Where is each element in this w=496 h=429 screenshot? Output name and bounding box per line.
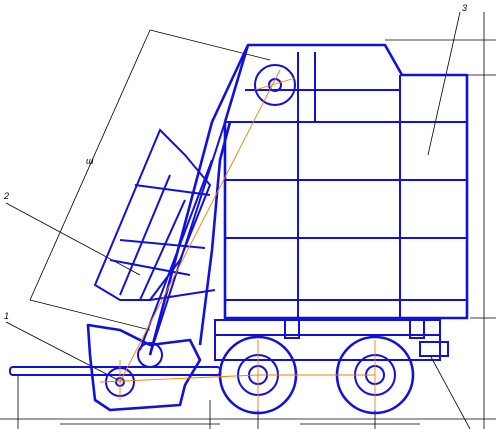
hopper-body: [223, 43, 469, 320]
dimension-label: ш: [86, 156, 94, 166]
callout-2: 2: [3, 191, 9, 201]
upper-pulley: [254, 64, 296, 106]
right-leaders: [385, 12, 496, 429]
centerlines: [99, 69, 376, 410]
callout-1-leader: [5, 321, 119, 381]
callout-3-leader: [427, 11, 461, 156]
ground-line: [0, 418, 496, 425]
inclined-conveyor: [93, 44, 250, 356]
callout-1: 1: [4, 311, 9, 321]
dimension-frame: [29, 29, 271, 331]
chassis-frame: [214, 319, 449, 361]
callout-2-leader: [5, 202, 141, 276]
callout-3: 3: [462, 3, 467, 13]
ground-ticks: [17, 375, 376, 429]
